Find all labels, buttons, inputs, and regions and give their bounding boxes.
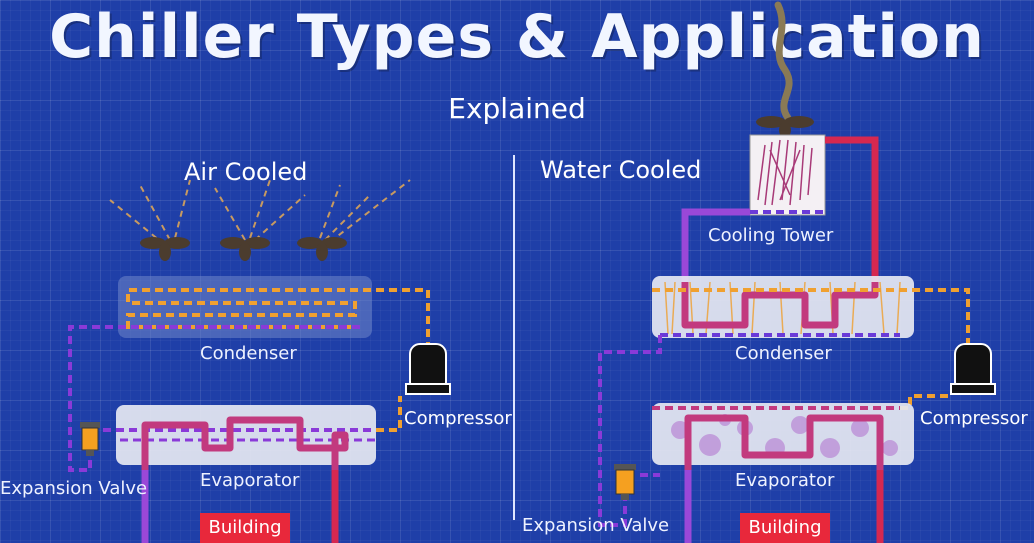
- water-liquid-line: [598, 335, 662, 527]
- water-condenser-label: Condenser: [735, 343, 832, 364]
- water-cooled-heading: Water Cooled: [540, 156, 702, 184]
- fan-icon: [220, 237, 270, 261]
- tower-return-pipe: [681, 208, 750, 282]
- cooling-tower-label: Cooling Tower: [708, 225, 834, 246]
- water-expansion-valve-label: Expansion Valve: [522, 515, 670, 536]
- fan-icon: [140, 237, 190, 261]
- water-building-label: Building: [740, 513, 830, 543]
- air-airflow-lines: [109, 179, 411, 246]
- air-building-label: Building: [200, 513, 290, 543]
- page-subtitle: Explained: [448, 92, 586, 125]
- air-condenser-label: Condenser: [200, 343, 297, 364]
- water-expansion-valve-icon: [614, 464, 636, 500]
- cooling-tower-fill: [757, 139, 813, 206]
- page-title: Chiller Types & Application: [49, 2, 985, 72]
- water-compressor-label: Compressor: [920, 408, 1028, 429]
- air-expansion-valve-label: Expansion Valve: [0, 478, 148, 499]
- tower-plume: [774, 1, 793, 122]
- water-condenser-loop: [681, 282, 879, 329]
- air-suction-line: [376, 396, 402, 432]
- tower-supply-pipe: [825, 136, 879, 282]
- air-liquid-line: [68, 325, 360, 472]
- air-condenser-coil: [126, 288, 430, 350]
- air-chilled-water-loop: [141, 416, 349, 543]
- air-fans: [140, 237, 347, 261]
- water-chilled-water-loop: [684, 414, 884, 543]
- fan-icon: [297, 237, 347, 261]
- air-compressor: [405, 343, 451, 395]
- air-evaporator-label: Evaporator: [200, 470, 300, 491]
- air-cooled-heading: Air Cooled: [184, 158, 308, 186]
- water-compressor: [950, 343, 996, 395]
- water-hot-gas-line: [652, 288, 970, 350]
- air-compressor-label: Compressor: [404, 408, 512, 429]
- water-evaporator-label: Evaporator: [735, 470, 835, 491]
- tower-fan-icon: [756, 116, 814, 138]
- air-expansion-valve-icon: [80, 422, 100, 456]
